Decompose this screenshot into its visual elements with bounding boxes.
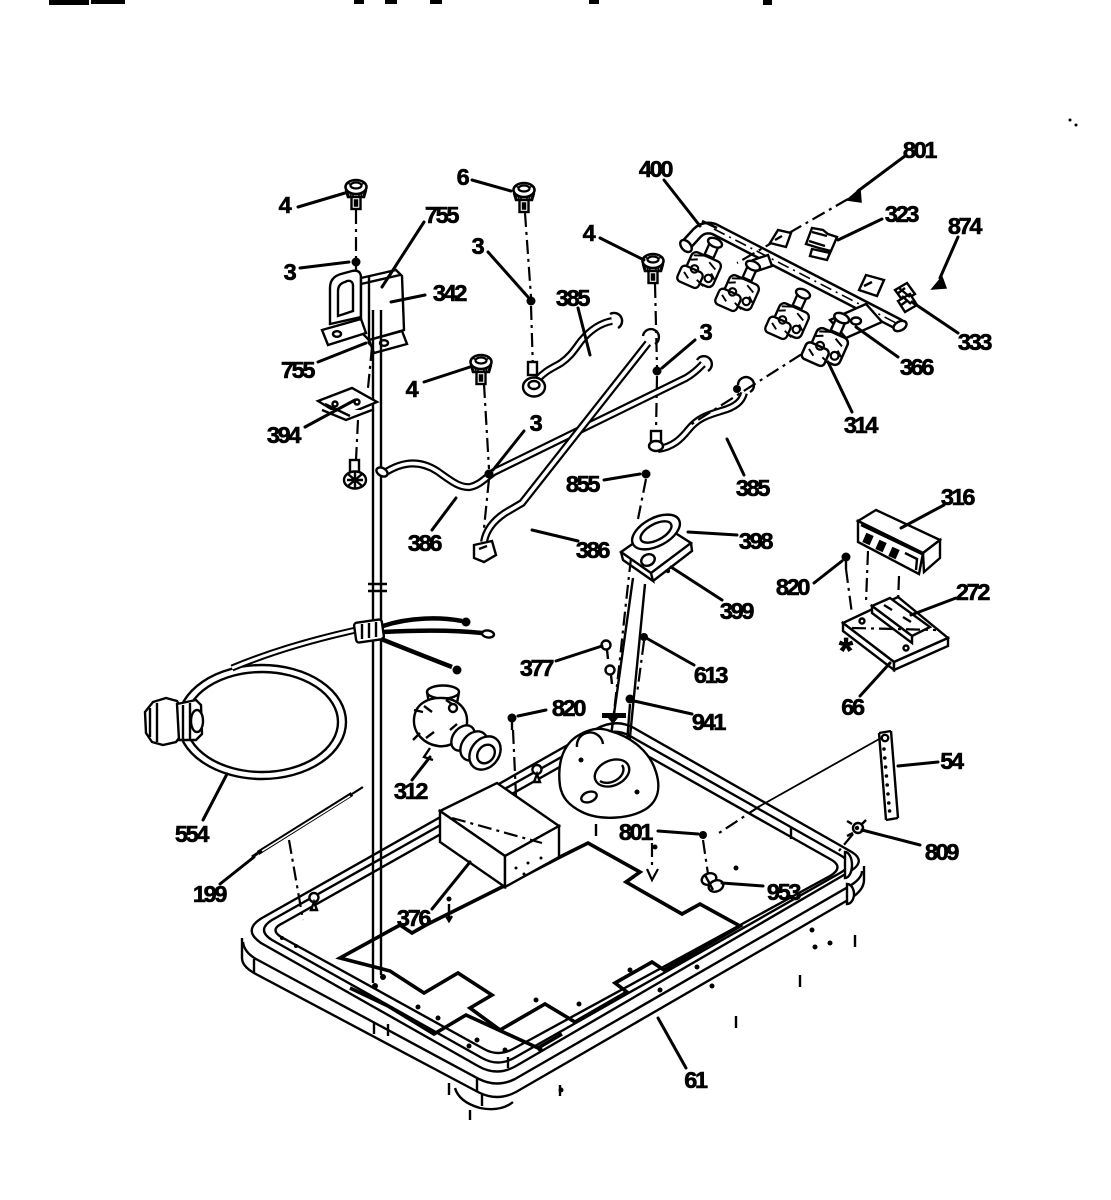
svg-text:*: * xyxy=(839,630,853,671)
svg-text:394: 394 xyxy=(267,422,302,448)
svg-text:400: 400 xyxy=(639,156,674,182)
svg-text:801: 801 xyxy=(903,137,938,163)
svg-text:399: 399 xyxy=(720,598,755,624)
svg-text:386: 386 xyxy=(408,530,443,556)
svg-text:54: 54 xyxy=(940,748,964,774)
svg-text:386: 386 xyxy=(576,537,611,563)
svg-text:66: 66 xyxy=(841,694,865,720)
svg-text:316: 316 xyxy=(941,484,976,510)
svg-text:272: 272 xyxy=(956,579,991,605)
svg-text:385: 385 xyxy=(556,285,591,311)
svg-text:554: 554 xyxy=(175,821,210,847)
svg-text:61: 61 xyxy=(684,1067,708,1093)
svg-text:820: 820 xyxy=(552,695,587,721)
svg-text:314: 314 xyxy=(844,412,879,438)
svg-text:199: 199 xyxy=(193,881,228,907)
svg-text:801: 801 xyxy=(619,819,654,845)
svg-text:820: 820 xyxy=(776,574,811,600)
svg-text:342: 342 xyxy=(433,280,468,306)
svg-text:323: 323 xyxy=(885,201,920,227)
svg-text:385: 385 xyxy=(736,475,771,501)
svg-text:398: 398 xyxy=(739,528,774,554)
svg-text:366: 366 xyxy=(900,354,935,380)
svg-text:376: 376 xyxy=(397,905,432,931)
svg-text:312: 312 xyxy=(394,778,429,804)
svg-text:333: 333 xyxy=(958,329,993,355)
svg-text:941: 941 xyxy=(692,709,727,735)
svg-text:874: 874 xyxy=(948,213,983,239)
svg-text:855: 855 xyxy=(566,471,601,497)
svg-text:755: 755 xyxy=(425,202,460,228)
svg-text:377: 377 xyxy=(520,655,555,681)
svg-text:755: 755 xyxy=(281,357,316,383)
svg-text:953: 953 xyxy=(767,879,802,905)
svg-text:809: 809 xyxy=(925,839,960,865)
svg-text:613: 613 xyxy=(694,662,729,688)
